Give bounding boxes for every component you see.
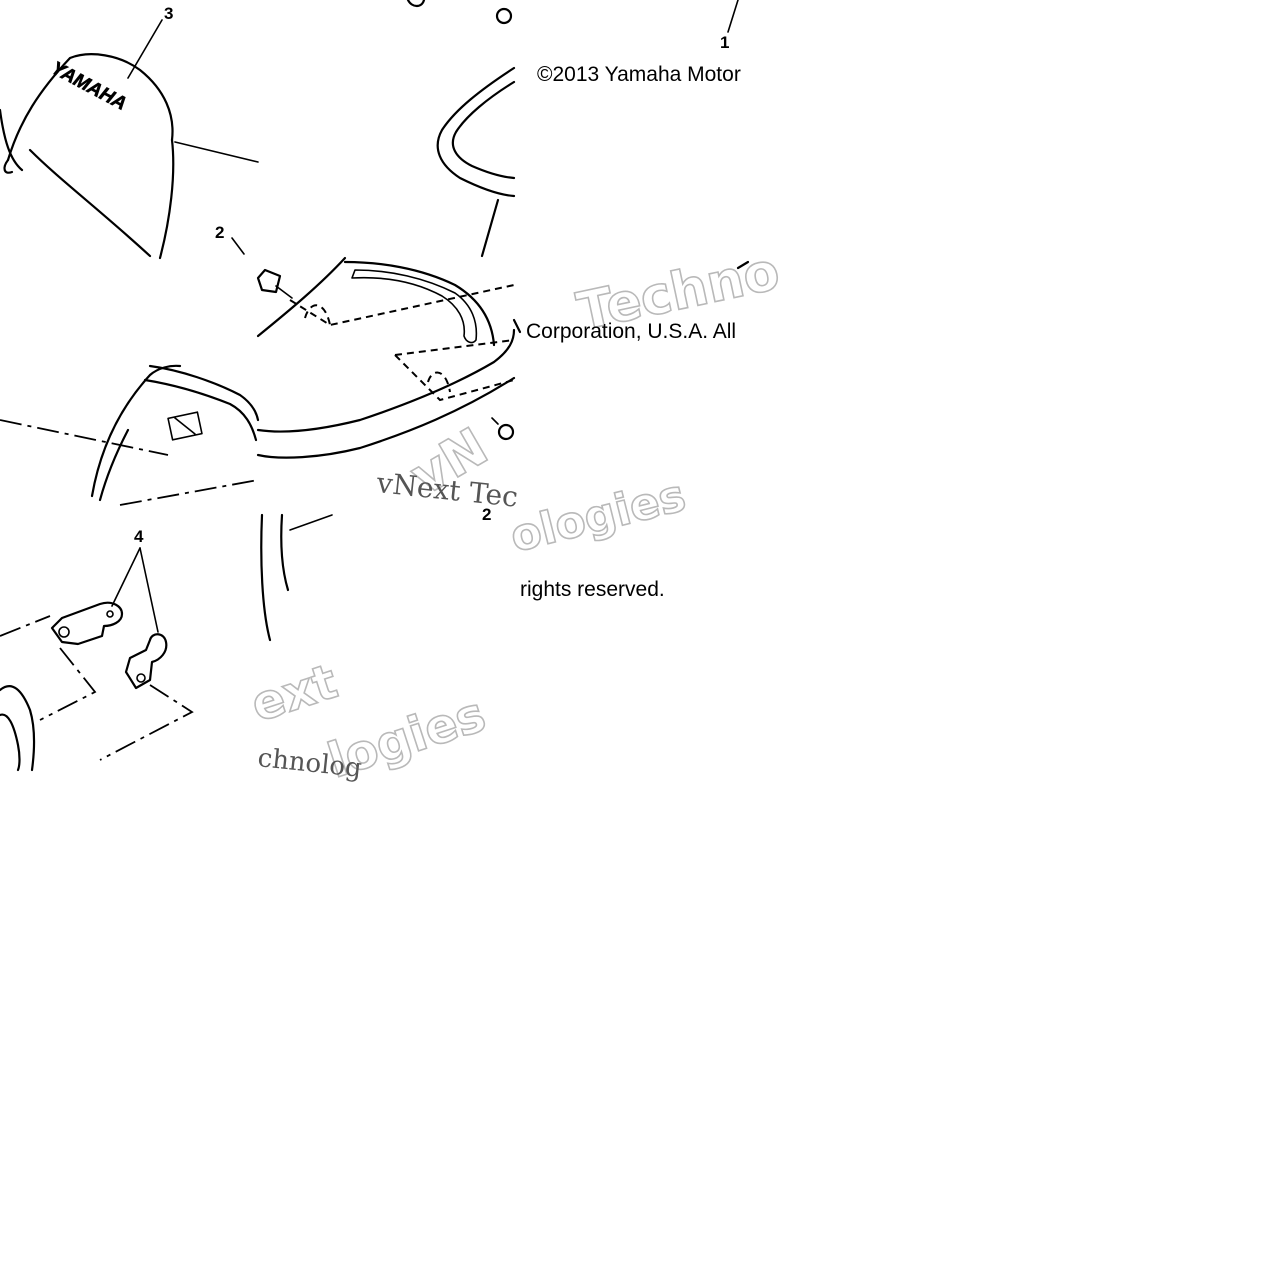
tile-top-middle — [406, 0, 516, 258]
tile-mid-right: Techno Corporation, U.S.A. All — [512, 241, 785, 344]
watermark-ext: ext — [244, 653, 344, 733]
leader-1 — [727, 0, 739, 33]
hidden-bracket — [289, 284, 515, 327]
leader-3 — [127, 19, 163, 79]
tile-top-left: YAMAHA 3 — [0, 4, 259, 260]
centerline — [0, 419, 169, 456]
yamaha-emblem: YAMAHA — [47, 58, 130, 116]
copyright-line-1: ©2013 Yamaha Motor — [537, 63, 741, 86]
callout-1: 1 — [720, 33, 729, 52]
leader-4a — [111, 547, 141, 607]
tile-mid-left — [0, 364, 260, 506]
cowl-outline — [6, 53, 174, 162]
copyright-line-3: rights reserved. — [520, 578, 665, 601]
tile-bottom-middle: ext logies chnolog — [244, 513, 493, 790]
seat-end-outline — [436, 66, 516, 198]
tile-bottom-right: ologies rights reserved. — [505, 469, 692, 601]
tile-center: 2 2 vN vNext Tec — [215, 223, 520, 524]
copyright-line-2: Corporation, U.S.A. All — [526, 320, 736, 343]
leader-4b — [139, 547, 159, 633]
filler-cap-icon — [167, 411, 203, 441]
watermark-vnext-tec: vNext Tec — [374, 466, 519, 514]
bracket-a-icon — [50, 601, 124, 646]
bolt-icon — [497, 423, 515, 441]
tile-top-right: 1 ©2013 Yamaha Motor — [537, 0, 741, 86]
seat-grip-slot — [351, 269, 478, 344]
watermark-ologies: ologies — [505, 470, 690, 563]
tile-bottom-left: 4 — [0, 527, 194, 772]
callout-3: 3 — [164, 4, 173, 23]
leader-2 — [231, 237, 245, 255]
bracket-b-icon — [124, 633, 168, 690]
bolt-2-head — [256, 268, 282, 294]
bolt-head — [495, 7, 513, 25]
callout-2: 2 — [215, 223, 224, 242]
callout-4: 4 — [134, 527, 144, 546]
leader-line — [174, 141, 259, 163]
seat-outline — [256, 376, 516, 459]
emblem-text: YAMAHA — [48, 58, 130, 115]
callout-2-lower: 2 — [482, 505, 491, 524]
